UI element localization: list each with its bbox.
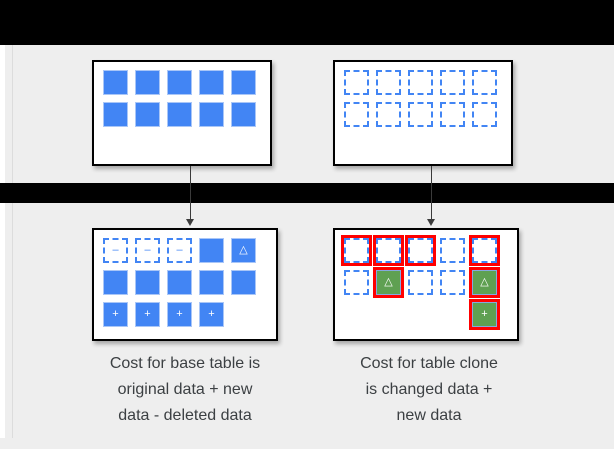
arrow-base-table-head [186,219,194,226]
top-left-gutter [0,45,5,183]
arrow-clone-table-head [427,219,435,226]
delta-icon: △ [480,276,489,288]
caption-base-table-line-1: Cost for base table is [109,355,261,372]
bottom-footer-strip [0,438,614,449]
table-cell-solid: + [199,302,224,327]
table-cell-solid [135,70,160,95]
table-cell-dashed [344,102,369,127]
top-left-gutter-edge [12,45,13,183]
caption-table-clone-line-2: is changed data + [365,381,493,398]
caption-table-clone-line-3: new data [396,407,462,424]
table-cell-solid [135,102,160,127]
plus-icon: + [208,308,215,320]
caption-table-clone-line-1: Cost for table clone [360,355,498,372]
table-cell-dashed [472,70,497,95]
table-cell-dashed [440,102,465,127]
plus-icon: + [144,308,151,320]
table-cell-blank [408,302,433,327]
table-cell-solid [167,102,192,127]
top-black-band [0,0,614,45]
table-cell-solid [167,270,192,295]
table-cell-blank [376,302,401,327]
table-cell-dashed [344,70,369,95]
table-cell-blank [231,302,256,327]
caption-base-table-line-3: data - deleted data [118,407,252,424]
table-clone-after-card: △△+ [333,228,519,341]
plus-icon: + [176,308,183,320]
table-cell-green-highlighted: + [469,299,500,330]
arrow-base-table-line [190,166,191,220]
table-cell-solid: + [135,302,160,327]
table-cell-dashed [408,70,433,95]
table-cell-dashed: – [167,238,192,263]
table-clone-original-card [333,60,513,166]
table-cell-solid [199,70,224,95]
table-cell-dashed [344,270,369,295]
table-cell-blank [440,302,465,327]
table-cell-dashed-highlighted [341,235,372,266]
table-cell-dashed [376,102,401,127]
table-row: + [344,299,504,334]
minus-icon: – [144,244,151,256]
table-cell-dashed [440,270,465,295]
bottom-left-gutter [0,203,5,441]
table-row [341,235,504,270]
table-cell-solid [199,238,224,263]
table-cell-solid [167,70,192,95]
table-cell-solid [135,270,160,295]
table-cell-solid [103,102,128,127]
plus-icon: + [481,308,488,320]
table-cell-green-highlighted: △ [373,267,404,298]
table-cell-dashed-highlighted [469,235,500,266]
table-cell-solid [231,70,256,95]
table-cell-dashed [472,102,497,127]
delta-icon: △ [239,244,248,256]
table-row [103,70,263,102]
table-row: △△ [344,267,504,302]
bottom-left-gutter-edge [12,203,13,438]
table-row [103,270,263,302]
delta-icon: △ [384,276,393,288]
table-cell-solid [103,270,128,295]
table-row [103,102,263,134]
table-cell-solid [199,270,224,295]
table-cell-solid [103,70,128,95]
table-cell-dashed [376,70,401,95]
table-cell-dashed [408,270,433,295]
table-cell-dashed-highlighted [405,235,436,266]
table-cell-dashed [408,102,433,127]
table-cell-solid: △ [231,238,256,263]
table-cell-green-highlighted: △ [469,267,500,298]
table-clone-original-grid [344,70,504,134]
base-table-original-grid [103,70,263,134]
table-cell-solid: + [167,302,192,327]
table-cell-solid [231,102,256,127]
table-cell-dashed [440,70,465,95]
caption-base-table-line-2: original data + new [117,381,253,398]
table-clone-after-grid: △△+ [341,235,504,334]
table-cell-dashed [440,238,465,263]
table-cell-blank [344,302,369,327]
minus-icon: – [112,244,119,256]
middle-black-band [0,183,614,203]
table-cell-solid: + [103,302,128,327]
table-cell-dashed: – [103,238,128,263]
base-table-original-card [92,60,272,166]
table-row [344,70,504,102]
table-row: + + + + [103,302,263,334]
table-cell-dashed-highlighted [373,235,404,266]
table-cell-dashed: – [135,238,160,263]
arrow-clone-table-line [431,166,432,220]
table-cell-solid [199,102,224,127]
table-row: – – – △ [103,238,263,270]
base-table-after-card: – – – △ + + + + [92,228,278,341]
table-row [344,102,504,134]
base-table-after-grid: – – – △ + + + + [103,238,263,334]
plus-icon: + [112,308,119,320]
minus-icon: – [176,244,183,256]
caption-base-table: Cost for base table is original data + n… [80,351,290,429]
table-cell-solid [231,270,256,295]
caption-table-clone: Cost for table clone is changed data + n… [324,351,534,429]
